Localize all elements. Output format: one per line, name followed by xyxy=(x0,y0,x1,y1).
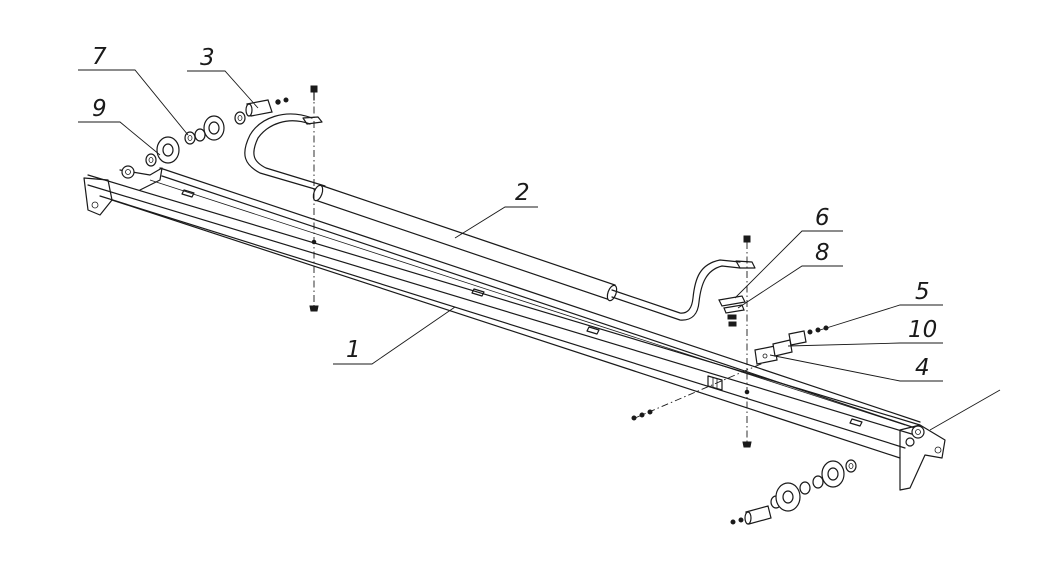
callout-8: 8 xyxy=(815,240,830,266)
clamp-plate-6 xyxy=(718,295,746,307)
callout-2: 2 xyxy=(515,180,530,206)
leader-lines xyxy=(78,69,1001,431)
callout-labels: 7 9 3 2 1 6 8 5 10 4 xyxy=(92,44,937,381)
callout-1: 1 xyxy=(346,337,361,363)
callout-6: 6 xyxy=(815,205,830,231)
main-rail xyxy=(83,165,946,491)
upper-roller-set xyxy=(145,97,289,167)
callout-10: 10 xyxy=(908,317,937,343)
callout-5: 5 xyxy=(915,279,930,305)
left-bolt-set xyxy=(309,85,319,312)
callout-7: 7 xyxy=(92,44,107,70)
lower-roller-set xyxy=(730,459,857,525)
callout-4: 4 xyxy=(915,355,930,381)
fastener-axes xyxy=(313,92,776,446)
callout-9: 9 xyxy=(92,96,107,122)
clamp-bracket-assembly xyxy=(631,325,829,421)
callout-3: 3 xyxy=(200,45,215,71)
bent-rod-with-sleeve xyxy=(244,113,756,321)
